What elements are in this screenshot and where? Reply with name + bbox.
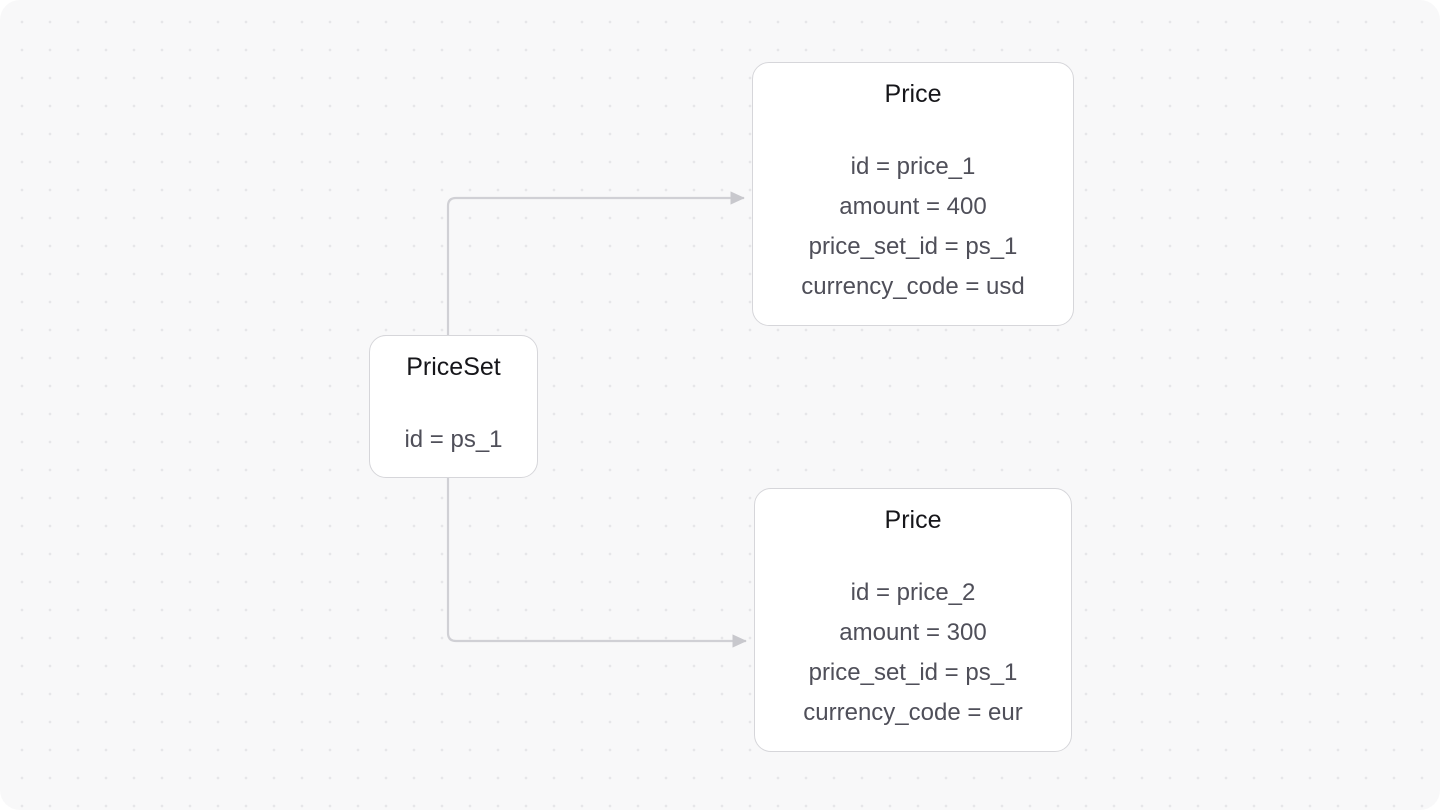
node-priceset-attr-id: id = ps_1 [404, 426, 503, 453]
node-priceset-attributes: id = ps_1 [370, 420, 537, 460]
node-price-2-attr-currency-code: currency_code = eur [803, 699, 1023, 726]
node-price-1-attr-id: id = price_1 [850, 153, 976, 180]
node-price-1-attributes: id = price_1 amount = 400 price_set_id =… [753, 147, 1073, 307]
node-price-1-attr-price-set-id: price_set_id = ps_1 [808, 233, 1018, 260]
node-price-2-attr-amount: amount = 300 [839, 619, 987, 646]
node-price-1[interactable]: Price id = price_1 amount = 400 price_se… [752, 62, 1074, 326]
node-priceset[interactable]: PriceSet id = ps_1 [369, 335, 538, 478]
node-price-1-title: Price [884, 80, 942, 108]
node-price-2-attributes: id = price_2 amount = 300 price_set_id =… [755, 573, 1071, 733]
node-price-2-attr-price-set-id: price_set_id = ps_1 [808, 659, 1018, 686]
node-price-1-attr-currency-code: currency_code = usd [801, 273, 1025, 300]
edge-priceset-to-price-2 [446, 478, 747, 648]
node-price-2[interactable]: Price id = price_2 amount = 300 price_se… [754, 488, 1072, 752]
node-priceset-title: PriceSet [406, 353, 501, 381]
node-price-2-attr-id: id = price_2 [850, 579, 976, 606]
edge-priceset-to-price-1 [446, 191, 745, 335]
node-price-1-attr-amount: amount = 400 [839, 193, 987, 220]
node-price-2-title: Price [884, 506, 942, 534]
